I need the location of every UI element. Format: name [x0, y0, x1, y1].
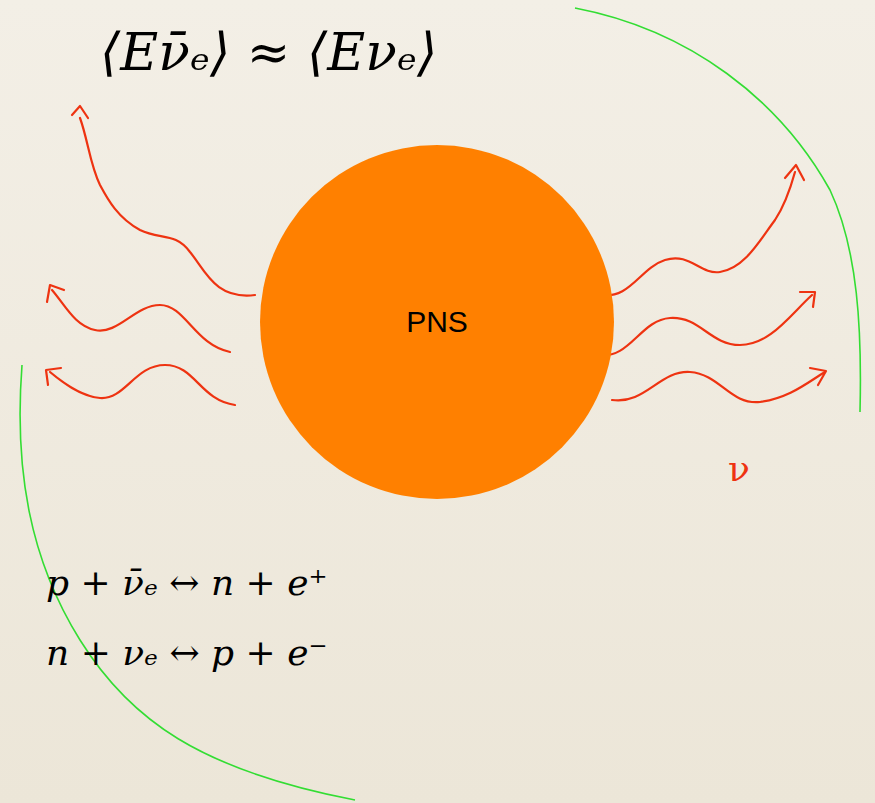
neutrino-symbol: ν [728, 448, 750, 489]
green-curve [20, 8, 860, 800]
energy-formula: ⟨Eν̄ₑ⟩ ≈ ⟨Eνₑ⟩ [100, 22, 437, 82]
star-circle: PNS [260, 145, 614, 499]
reaction-equation: n + νₑ ↔ p + e⁻ [46, 632, 328, 673]
node-label: PNS [406, 305, 468, 339]
reaction-equation: p + ν̄ₑ ↔ n + e⁺ [46, 562, 328, 603]
